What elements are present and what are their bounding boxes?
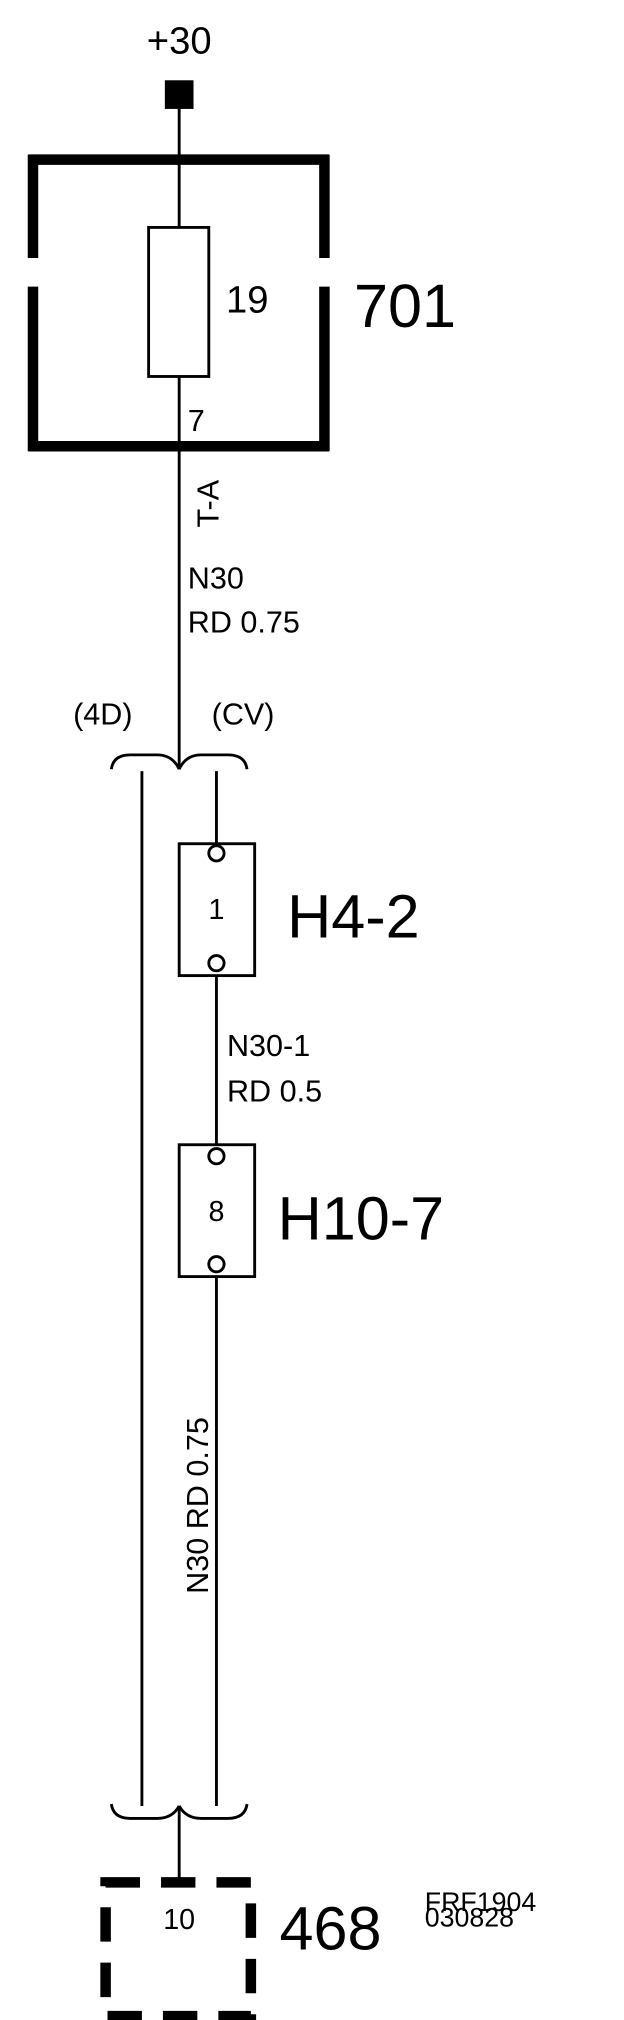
fuse-box-701 (27, 154, 330, 452)
connector-h4-2 (177, 842, 257, 978)
component-468-id: 468 (280, 1894, 382, 1962)
wire-1-name: N30 (188, 562, 244, 596)
wire-1-spec: RD 0.75 (188, 606, 300, 640)
fuse-box-id: 701 (354, 272, 456, 340)
connector-h10-7-contact-top (207, 1147, 226, 1166)
connector-h10-7-id: H10-7 (278, 1184, 445, 1252)
variant-brace-bottom-right (177, 1803, 249, 1820)
connector-h10-7-contact-bottom (207, 1255, 226, 1274)
variant-label-cv: (CV) (212, 697, 275, 731)
supply-terminal (164, 80, 194, 109)
connector-h4-2-contact-top (207, 844, 226, 863)
variant-label-4d: (4D) (73, 697, 132, 731)
connector-h4-2-contact-bottom (207, 954, 226, 973)
variant-brace-top-right (177, 753, 249, 770)
fuse-box-pin-label: T-A (191, 479, 225, 527)
connector-h4-2-id: H4-2 (287, 882, 420, 950)
figure-code-line-1: FRF1904 (425, 1887, 537, 1917)
supply-label: +30 (147, 20, 212, 63)
connector-h10-7 (177, 1143, 257, 1279)
fuse-box-pin: 7 (188, 404, 205, 438)
wire-3-label: N30 RD 0.75 (181, 1417, 215, 1594)
fuse-19 (147, 225, 211, 378)
connector-h4-2-pin: 1 (208, 894, 224, 926)
fuse-number: 19 (226, 278, 269, 321)
component-468 (100, 1877, 257, 2020)
variant-brace-top-left (109, 753, 181, 770)
figure-code-line-2: 030828 (425, 1902, 514, 1932)
component-468-pin: 10 (163, 1904, 195, 1936)
wire-2-name: N30-1 (227, 1029, 310, 1063)
wire-2-spec: RD 0.5 (227, 1075, 322, 1109)
connector-h10-7-pin: 8 (208, 1196, 224, 1228)
variant-brace-bottom-left (109, 1803, 181, 1820)
